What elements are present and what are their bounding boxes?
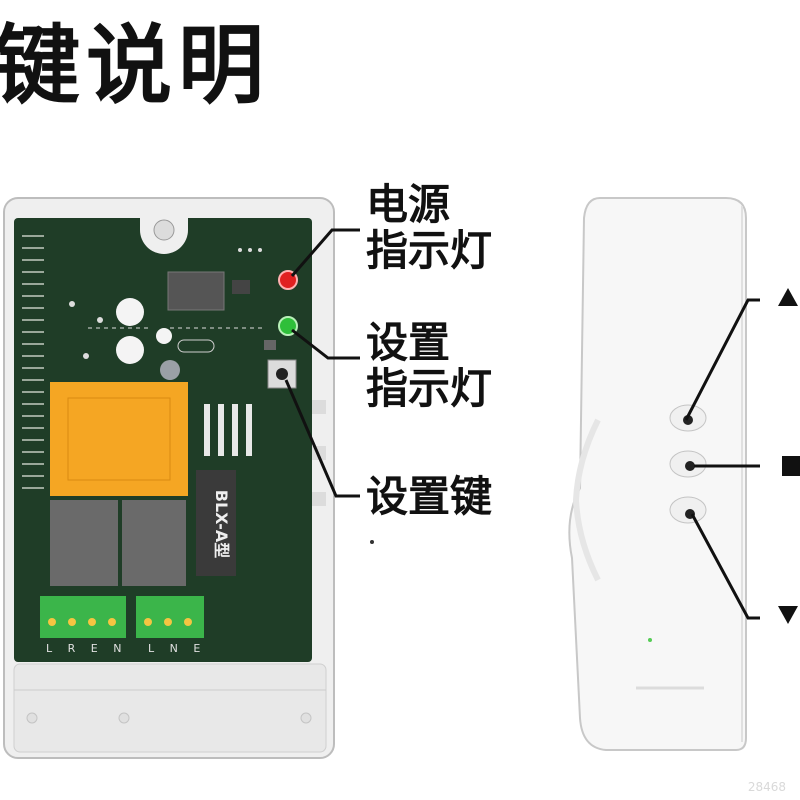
- setting-indicator-label: 设置 指示灯: [366, 320, 492, 412]
- page-title: 键说明: [0, 16, 270, 116]
- stop-icon: [782, 456, 800, 476]
- setting-key-label: 设置键: [366, 472, 493, 521]
- down-button-callout-line: [690, 513, 760, 620]
- down-arrow-icon: [778, 606, 798, 624]
- pcb-board: [14, 212, 312, 662]
- terminal-right-text: L N E: [148, 642, 206, 655]
- up-arrow-icon: [778, 288, 798, 306]
- terminal-block-left: [40, 596, 126, 638]
- remote-side-view: [568, 197, 747, 751]
- relay-block: [50, 382, 188, 496]
- watermark: 28468: [747, 780, 786, 794]
- setting-key-callout-line: [284, 379, 360, 498]
- power-indicator-label: 电源 指示灯: [366, 182, 492, 274]
- setting-indicator-label-line1: 设置: [366, 318, 451, 367]
- terminal-block-right: [136, 596, 204, 638]
- power-indicator-callout-line: [290, 228, 360, 277]
- marker-dot: [370, 540, 374, 544]
- model-text: BLX-A型: [212, 490, 231, 558]
- setting-button[interactable]: [267, 359, 297, 389]
- power-indicator-label-line1: 电源: [366, 180, 451, 229]
- setting-indicator-label-line2: 指示灯: [366, 364, 493, 413]
- up-button-callout-line: [684, 298, 760, 421]
- setting-indicator-callout-line: [291, 328, 360, 360]
- terminal-left-text: L R E N: [46, 642, 127, 655]
- antenna-coil: [22, 235, 44, 489]
- power-indicator-label-line2: 指示灯: [366, 226, 493, 275]
